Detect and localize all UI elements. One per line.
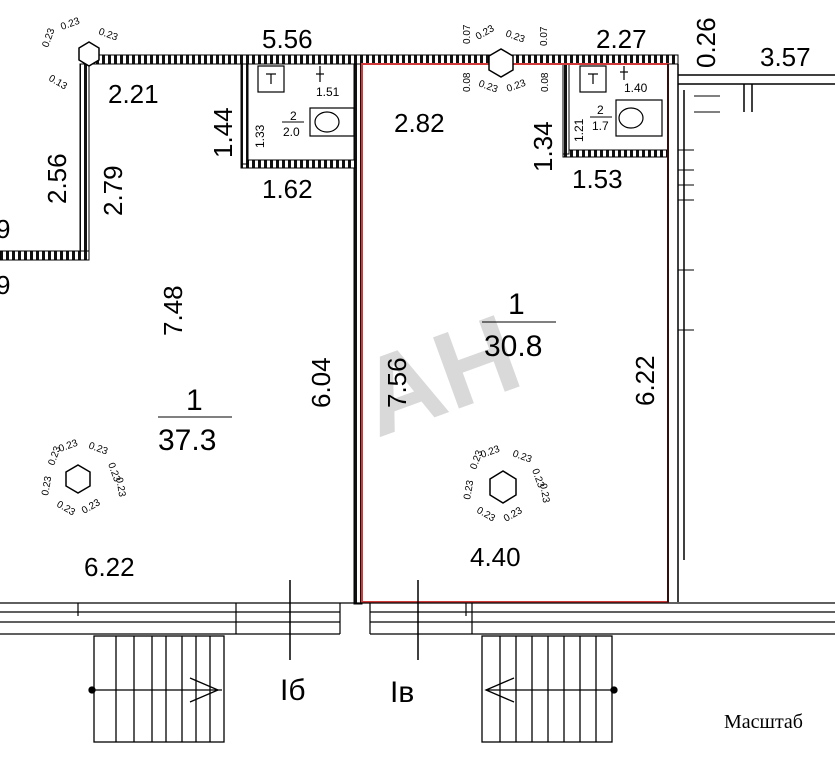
dim-left-edge-a: 9 xyxy=(0,214,10,244)
entrance-label-left: Iб xyxy=(280,674,306,707)
col-r2-e: 0.23 xyxy=(462,479,476,501)
room-labels: 1 37.3 1 30.8 2 2.0 2 1.7 xyxy=(158,103,609,457)
thin-walls xyxy=(667,64,835,602)
dim-left-edge-b: 9 xyxy=(0,270,10,300)
col-tm-e: 0.08 xyxy=(462,72,473,92)
dim-room2-bottom: 4.40 xyxy=(470,542,521,572)
wc2-number: 2 xyxy=(597,103,604,117)
dim-top-left-wall: 5.56 xyxy=(262,24,313,54)
col-r2-h: 0.23 xyxy=(502,505,525,524)
col-tl-c: 0.23 xyxy=(97,26,119,43)
area-fraction-lines xyxy=(158,116,612,418)
dim-left-vertical-a: 2.56 xyxy=(42,153,72,204)
col-r1-e: 0.23 xyxy=(40,475,54,497)
dimension-labels: 5.56 2.27 0.26 3.57 2.21 2.56 2.79 9 9 1… xyxy=(0,17,811,582)
column-top-left xyxy=(78,41,100,67)
col-tm-g: 0.23 xyxy=(505,78,527,95)
facade-lines xyxy=(0,602,835,635)
col-tm-f: 0.23 xyxy=(477,78,499,95)
axis-lines xyxy=(289,580,419,660)
col-tm-b: 0.23 xyxy=(474,23,497,42)
dim-left-vertical-b: 2.79 xyxy=(98,165,128,216)
col-r1-h: 0.23 xyxy=(80,497,103,516)
dim-wc2-inner-width: 1.40 xyxy=(624,81,648,95)
dim-left-top-segment: 2.21 xyxy=(108,79,159,109)
right-wall-ticks xyxy=(678,95,720,331)
col-tl-d: 0.13 xyxy=(47,73,70,92)
dim-wc2-inner-height: 1.21 xyxy=(572,118,586,142)
col-r2-b: 0.23 xyxy=(479,444,501,461)
dim-wc2-height: 1.34 xyxy=(528,121,558,172)
dim-wc1-height: 1.44 xyxy=(208,107,238,158)
col-r1-g: 0.23 xyxy=(55,499,78,518)
wc2-fixtures xyxy=(579,65,663,137)
stair-right xyxy=(481,635,618,743)
dim-top-small-wall: 0.26 xyxy=(691,17,721,68)
col-r1-f: 0.23 xyxy=(113,477,127,499)
col-r2-c: 0.23 xyxy=(511,448,533,465)
dim-room1-bottom: 6.22 xyxy=(84,552,135,582)
watermark: АН xyxy=(343,291,534,461)
dim-wc2-width: 1.53 xyxy=(572,164,623,194)
col-r1-b: 0.23 xyxy=(57,438,79,455)
entrance-label-right: Iв xyxy=(390,676,414,709)
dim-wc1-inner-width: 1.51 xyxy=(316,85,340,99)
column-top-mid xyxy=(488,48,514,78)
dim-room1-left-height: 7.48 xyxy=(158,285,188,336)
col-tm-c: 0.23 xyxy=(504,28,526,45)
col-r2-g: 0.23 xyxy=(475,505,498,524)
dim-wc1-inner-height: 1.33 xyxy=(253,124,267,148)
dim-top-far-right: 3.57 xyxy=(760,42,811,72)
room1-area: 37.3 xyxy=(158,424,216,457)
col-tl-a: 0.23 xyxy=(40,27,57,49)
scale-label: Масштаб xyxy=(724,711,803,733)
column-room1 xyxy=(65,464,91,494)
col-tm-a: 0.07 xyxy=(462,24,473,44)
wc2-area: 1.7 xyxy=(592,119,609,133)
col-tm-h: 0.08 xyxy=(540,72,551,92)
room2-area: 30.8 xyxy=(484,330,542,363)
dim-room1-partition: 6.04 xyxy=(306,357,336,408)
col-tl-b: 0.23 xyxy=(59,16,81,33)
dim-room2-right: 6.22 xyxy=(630,355,660,406)
stair-left xyxy=(88,635,225,743)
dim-top-right-wall: 2.27 xyxy=(596,24,647,54)
wc1-area: 2.0 xyxy=(283,125,300,139)
dim-room2-left: 7.56 xyxy=(382,357,412,408)
dim-wc1-width: 1.62 xyxy=(262,174,313,204)
col-tm-d: 0.07 xyxy=(539,26,550,46)
col-r2-f: 0.23 xyxy=(537,483,551,505)
room2-number: 1 xyxy=(508,288,525,321)
column-room2 xyxy=(489,470,517,504)
dim-room2-top: 2.82 xyxy=(394,108,445,138)
wc1-number: 2 xyxy=(290,109,297,123)
wc1-fixtures xyxy=(257,65,355,137)
col-r1-c: 0.23 xyxy=(87,440,109,457)
room1-number: 1 xyxy=(186,384,203,417)
